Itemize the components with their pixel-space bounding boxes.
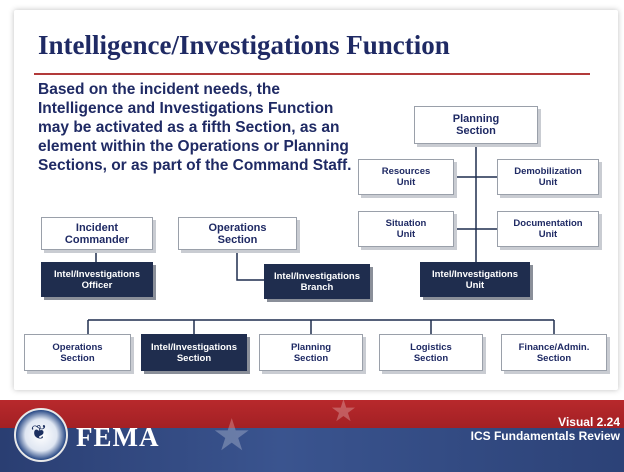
org-chart-connectors — [87, 145, 555, 334]
intel-officer-box: Intel/Investigations Officer — [41, 262, 153, 297]
intel-unit-box: Intel/Investigations Unit — [420, 262, 530, 297]
situation-unit-box: Situation Unit — [358, 211, 454, 247]
description-paragraph: Based on the incident needs, the Intelli… — [38, 81, 352, 174]
demobilization-unit-box: Demobilization Unit — [497, 159, 599, 195]
connector-ops-branch — [236, 249, 264, 281]
operations-section-bottom-box: Operations Section — [24, 334, 131, 371]
operations-section-top-box: Operations Section — [178, 217, 297, 250]
course-name: ICS Fundamentals Review — [470, 429, 620, 443]
finance-section-box: Finance/Admin. Section — [501, 334, 607, 371]
title-underline — [34, 73, 590, 75]
fema-logo-text: FEMA — [76, 422, 160, 452]
resources-unit-box: Resources Unit — [358, 159, 454, 195]
dhs-seal-icon — [14, 408, 68, 462]
logistics-section-box: Logistics Section — [379, 334, 483, 371]
incident-commander-box: Incident Commander — [41, 217, 153, 250]
slide-title: Intelligence/Investigations Function — [38, 30, 450, 60]
visual-number: Visual 2.24 — [558, 415, 620, 429]
intel-section-box: Intel/Investigations Section — [141, 334, 247, 371]
intel-branch-box: Intel/Investigations Branch — [264, 264, 370, 299]
star-icon: ★ — [212, 411, 252, 460]
star-icon: ★ — [330, 400, 357, 428]
documentation-unit-box: Documentation Unit — [497, 211, 599, 247]
footer-blue-band — [0, 428, 624, 472]
footer-banner: ★ ★ ❦ FEMA Visual 2.24 ICS Fundamentals … — [0, 400, 624, 472]
planning-section-bottom-box: Planning Section — [259, 334, 363, 371]
eagle-icon: ❦ — [30, 422, 48, 444]
visual-label: Visual 2.24 ICS Fundamentals Review — [471, 415, 620, 443]
planning-section-top-box: Planning Section — [414, 106, 538, 144]
